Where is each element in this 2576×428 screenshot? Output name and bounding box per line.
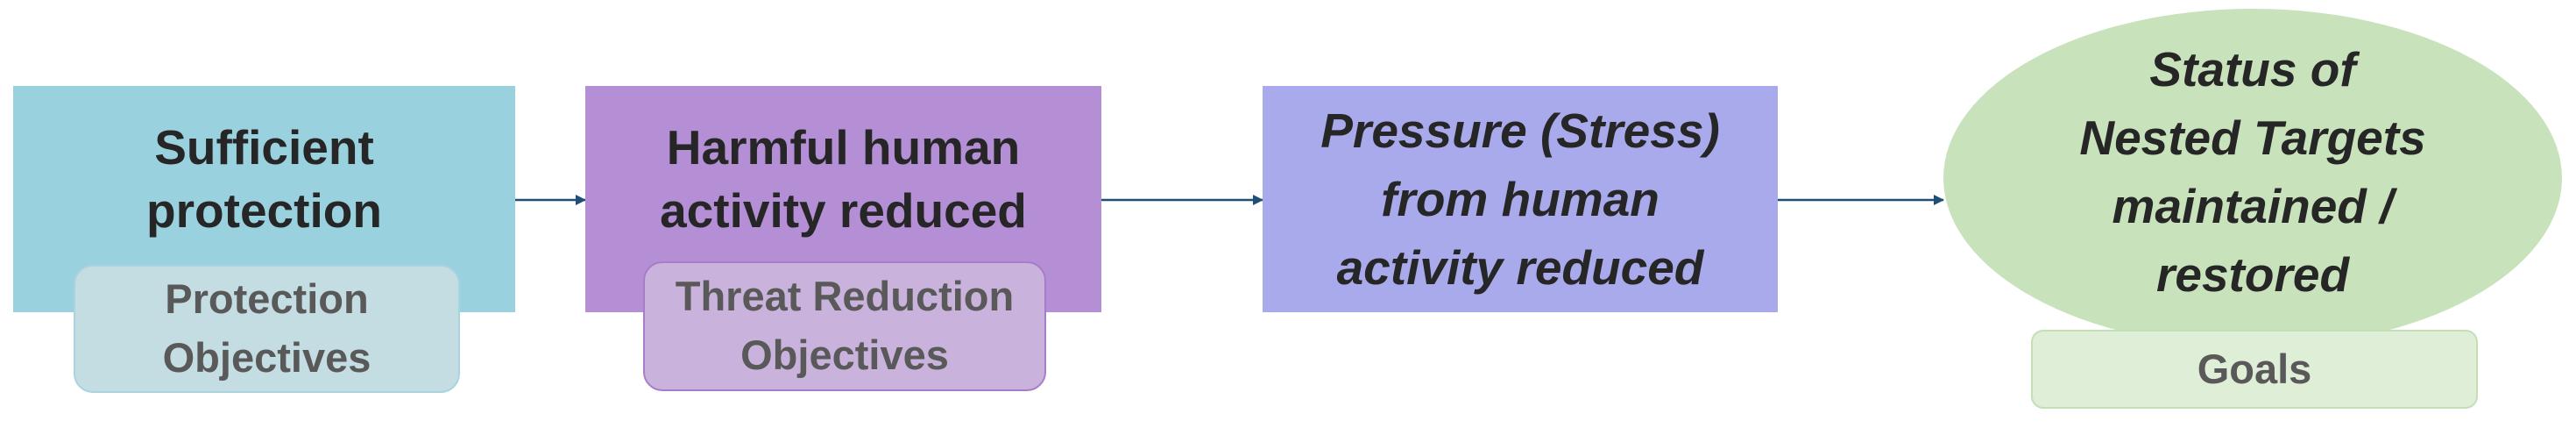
tag-label: Threat Reduction Objectives: [675, 273, 1015, 378]
stage-label: Harmful human activity reduced: [660, 120, 1027, 238]
tag-label: Protection Objectives: [162, 275, 372, 381]
stage-label: Sufficient protection: [146, 120, 382, 238]
tag-label: Goals: [2197, 345, 2312, 392]
stage-label: Pressure (Stress) from human activity re…: [1320, 103, 1720, 296]
stage-label: Status of Nested Targets maintained / re…: [2079, 42, 2426, 303]
stage-nested-targets-status: Status of Nested Targets maintained / re…: [1943, 9, 2562, 347]
tag-threat-reduction-objectives: Threat Reduction Objectives: [643, 261, 1046, 391]
tag-goals: Goals: [2031, 330, 2478, 409]
tag-protection-objectives: Protection Objectives: [74, 265, 460, 393]
stage-pressure-reduced: Pressure (Stress) from human activity re…: [1263, 86, 1778, 312]
